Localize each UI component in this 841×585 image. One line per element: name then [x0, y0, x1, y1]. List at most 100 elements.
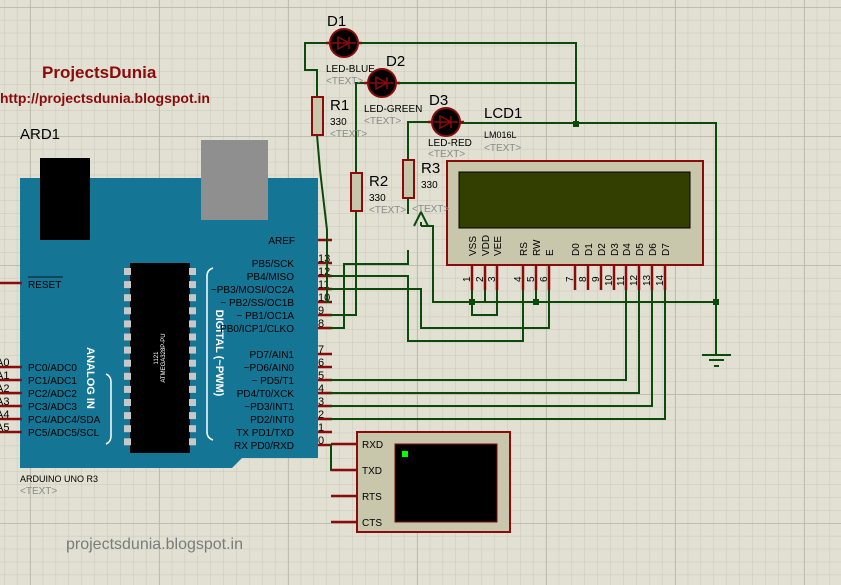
virtual-terminal[interactable]: RXD TXD RTS CTS: [331, 431, 511, 533]
digital-pin-label: ~PD3/INT1: [244, 402, 294, 413]
lcd-pin-number: 3: [487, 276, 498, 282]
lcd-pin-number: 7: [565, 276, 576, 282]
led-text: <TEXT>: [428, 149, 465, 160]
site-title: ProjectsDunia: [42, 63, 157, 82]
analog-in-label: ANALOG IN: [84, 347, 96, 409]
lcd-pin-label: D1: [584, 243, 595, 256]
chip-pin: [189, 294, 196, 302]
aref-label: AREF: [268, 236, 295, 247]
led-ref: D1: [327, 13, 346, 30]
lcd-text: <TEXT>: [484, 143, 521, 154]
digital-pin-number: 11: [318, 279, 329, 291]
digital-pin-number: 0: [318, 435, 324, 447]
lcd-pin-number: 1: [462, 276, 473, 282]
analog-pin-label: PC2/ADC2: [28, 389, 77, 400]
junction: [573, 121, 579, 127]
chip-pin: [189, 438, 196, 446]
digital-pin-number: 5: [318, 370, 324, 382]
digital-pin-label: ~ PD5/T1: [251, 376, 294, 387]
chip-pin: [124, 320, 131, 328]
lcd-pin-number: 9: [591, 276, 602, 282]
led-type: LED-RED: [428, 138, 472, 149]
site-url[interactable]: http://projectsdunia.blogspot.in: [0, 90, 210, 106]
terminal-pin-label: RTS: [362, 492, 382, 503]
digital-pin-label: ~ PB1/OC1A: [236, 311, 294, 322]
resistor-body: [311, 96, 324, 136]
chip-pin: [124, 372, 131, 380]
chip-pin: [124, 399, 131, 406]
lcd-lm016l[interactable]: VSS1VDD2VEE3RS4RW5E6D07D18D29D310D411D51…: [446, 105, 704, 290]
lcd-pin-number: 2: [475, 276, 486, 282]
diode-icon: [370, 75, 394, 91]
lcd-pin-number: 5: [526, 276, 537, 282]
analog-pin-number: A2: [0, 383, 9, 395]
ground-symbol[interactable]: [702, 354, 731, 367]
led-ref: D2: [386, 53, 405, 70]
chip-pin: [189, 320, 196, 328]
led-type: LED-GREEN: [364, 104, 422, 115]
lcd-pin-label: D4: [622, 243, 633, 256]
terminal-pin-label: CTS: [362, 518, 382, 529]
analog-pin-number: A0: [0, 357, 9, 369]
digital-pin-label: TX PD1/TXD: [236, 428, 294, 439]
resistor-body: [350, 172, 363, 212]
terminal-pin-label: RXD: [362, 440, 383, 451]
resistor-ref: R3: [421, 160, 440, 177]
atmega-chip: [130, 263, 190, 453]
resistor-text: <TEXT>: [369, 205, 406, 216]
chip-pin: [189, 307, 196, 315]
lcd-pin-label: VSS: [468, 236, 479, 256]
lcd-pin-label: D6: [648, 243, 659, 256]
chip-pin: [124, 307, 131, 315]
lcd-pin-number: 4: [513, 276, 524, 282]
digital-pin-label: RX PD0/RXD: [234, 441, 294, 452]
lcd-screen: [458, 171, 691, 229]
junction: [533, 299, 539, 305]
digital-pin-label: PB5/SCK: [252, 259, 295, 270]
chip-pin: [189, 333, 196, 341]
arduino-uno[interactable]: 1121 ATMEGA328P-PU ANALOG IN DIGITAL (~P…: [0, 140, 332, 468]
chip-pin: [189, 281, 196, 289]
junction: [469, 299, 475, 305]
chip-pin: [189, 412, 196, 420]
lcd-pin-label: D2: [597, 243, 608, 256]
lcd-ref: LCD1: [484, 105, 522, 122]
digital-pin-label: ~PD6/AIN0: [244, 363, 295, 374]
terminal-pin-label: TXD: [362, 466, 382, 477]
resistor-value: 330: [330, 117, 347, 128]
lcd-pin-label: VDD: [481, 235, 492, 256]
digital-pin-number: 2: [318, 409, 324, 421]
chip-pin: [124, 294, 131, 302]
led-ref: D3: [429, 92, 448, 109]
lcd-pin-label: E: [545, 249, 556, 256]
lcd-pin-number: 6: [539, 276, 550, 282]
lcd-pin-label: RW: [532, 239, 543, 256]
lcd-model: LM016L: [484, 130, 517, 140]
chip-pin: [124, 425, 131, 433]
resistor-body: [402, 159, 415, 199]
footer-watermark: projectsdunia.blogspot.in: [66, 536, 243, 553]
led-type: LED-BLUE: [326, 64, 375, 75]
resistor-text: <TEXT>: [412, 204, 449, 215]
chip-pin: [124, 281, 131, 289]
lcd-pin-number: 12: [629, 274, 640, 286]
arduino-text: <TEXT>: [20, 486, 57, 497]
digital-pin-number: 12: [318, 266, 330, 278]
digital-pin-number: 1: [318, 422, 324, 434]
chip-line1: 1121: [154, 351, 160, 365]
digital-pin-label: PD2/INT0: [250, 415, 294, 426]
lcd-pin-label: RS: [519, 242, 530, 256]
lcd-pin-number: 10: [604, 274, 615, 286]
digital-pin-label: PB0/ICP1/CLKO: [220, 324, 294, 335]
power-jack: [40, 158, 90, 240]
arduino-name: ARDUINO UNO R3: [20, 474, 98, 484]
chip-pin: [124, 333, 131, 341]
analog-pin-label: PC5/ADC5/SCL: [28, 428, 100, 439]
